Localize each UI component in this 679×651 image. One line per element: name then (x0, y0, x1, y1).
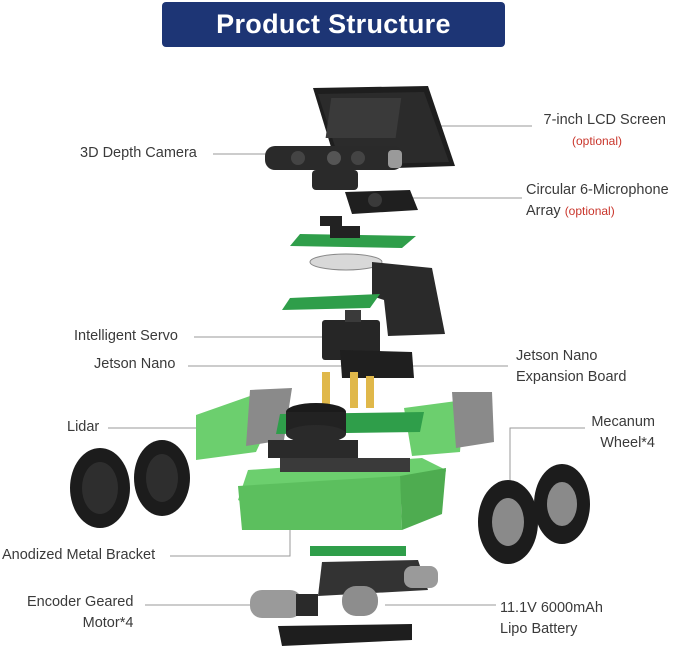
label-metal-bracket: Anodized Metal Bracket (2, 545, 155, 566)
lcd-name: 7-inch LCD Screen (543, 112, 667, 128)
label-jetson-nano: Jetson Nano (94, 354, 175, 375)
page-title: Product Structure (162, 2, 505, 47)
label-microphone-array: Circular 6-Microphone Array (optional) (526, 180, 669, 222)
battery-line1: 11.1V 6000mAh (500, 600, 603, 616)
mecanum-wheels (70, 440, 590, 564)
label-lidar: Lidar (67, 417, 99, 438)
wheel-line1: Mecanum (591, 414, 655, 430)
label-lcd-screen: 7-inch LCD Screen (optional) (544, 110, 667, 152)
wheel-line2: Wheel*4 (600, 435, 655, 451)
battery-line2: Lipo Battery (500, 621, 578, 637)
label-encoder-motor: Encoder Geared Motor*4 (27, 592, 133, 634)
lidar-name: Lidar (67, 419, 100, 435)
battery-assembly (310, 546, 428, 616)
expansion-line1: Jetson Nano (516, 348, 598, 364)
metal-bracket (238, 458, 446, 530)
expansion-line2: Expansion Board (516, 369, 627, 385)
camera-name: 3D Depth Camera (80, 145, 197, 161)
label-intelligent-servo: Intelligent Servo (74, 326, 178, 347)
servo-bracket (282, 262, 445, 336)
label-expansion-board: Jetson Nano Expansion Board (516, 346, 626, 388)
label-lipo-battery: 11.1V 6000mAh Lipo Battery (500, 598, 603, 640)
lcd-optional-note: (optional) (571, 134, 622, 148)
servo-name: Intelligent Servo (74, 328, 178, 344)
upper-boards (290, 216, 416, 271)
mic-line1: Circular 6-Microphone (526, 182, 669, 198)
jetson-nano (322, 350, 414, 408)
depth-camera (265, 146, 403, 190)
label-depth-camera: 3D Depth Camera (80, 143, 197, 164)
motor-line1: Encoder Geared (27, 594, 134, 610)
microphone-array (345, 190, 418, 214)
label-mecanum-wheel: Mecanum Wheel*4 (591, 412, 655, 454)
jetson-name: Jetson Nano (94, 356, 176, 372)
lidar (268, 403, 358, 458)
intelligent-servo (322, 310, 380, 360)
mic-optional-note: (optional) (564, 204, 615, 218)
encoder-motors (250, 566, 438, 646)
bracket-name: Anodized Metal Bracket (2, 547, 156, 563)
motor-line2: Motor*4 (82, 615, 134, 631)
mic-line2: Array (526, 203, 561, 219)
